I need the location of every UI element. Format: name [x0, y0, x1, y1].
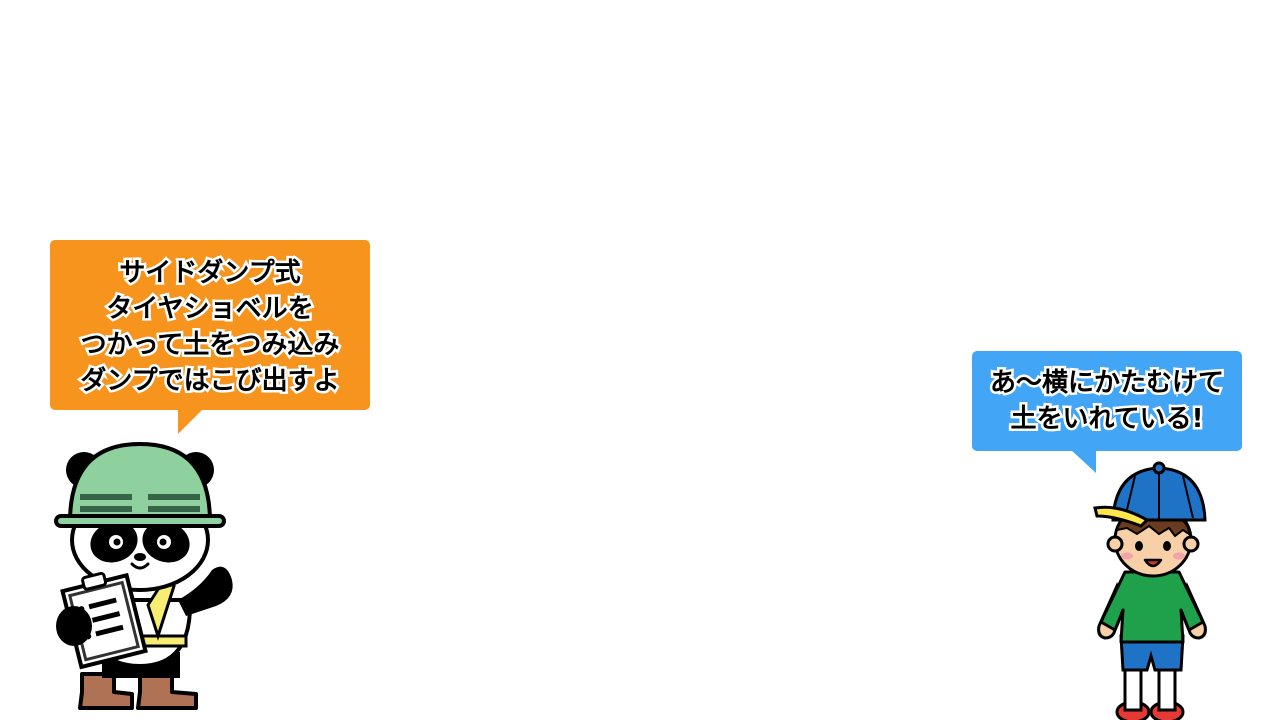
- panda-speech-tail: [178, 408, 204, 434]
- panda-speech-line-2: タイヤショベルを: [104, 292, 316, 327]
- kid-speech-tail: [1070, 449, 1096, 473]
- panda-speech-line-1: サイドダンプ式: [117, 256, 303, 291]
- panda-speech-line-3: つかって土をつみ込み: [78, 328, 342, 363]
- kid-illustration: [1093, 461, 1207, 720]
- kid-speech-bubble: あ〜横にかたむけて 土をいれている!: [972, 351, 1242, 451]
- kid-speech-line-2: 土をいれている!: [1008, 402, 1206, 437]
- panda-worker-illustration: [54, 441, 233, 710]
- panda-speech-bubble: サイドダンプ式 タイヤショベルを つかって土をつみ込み ダンプではこび出すよ: [50, 240, 370, 410]
- kid-speech-line-1: あ〜横にかたむけて: [987, 366, 1226, 401]
- panda-speech-line-4: ダンプではこび出すよ: [78, 364, 342, 399]
